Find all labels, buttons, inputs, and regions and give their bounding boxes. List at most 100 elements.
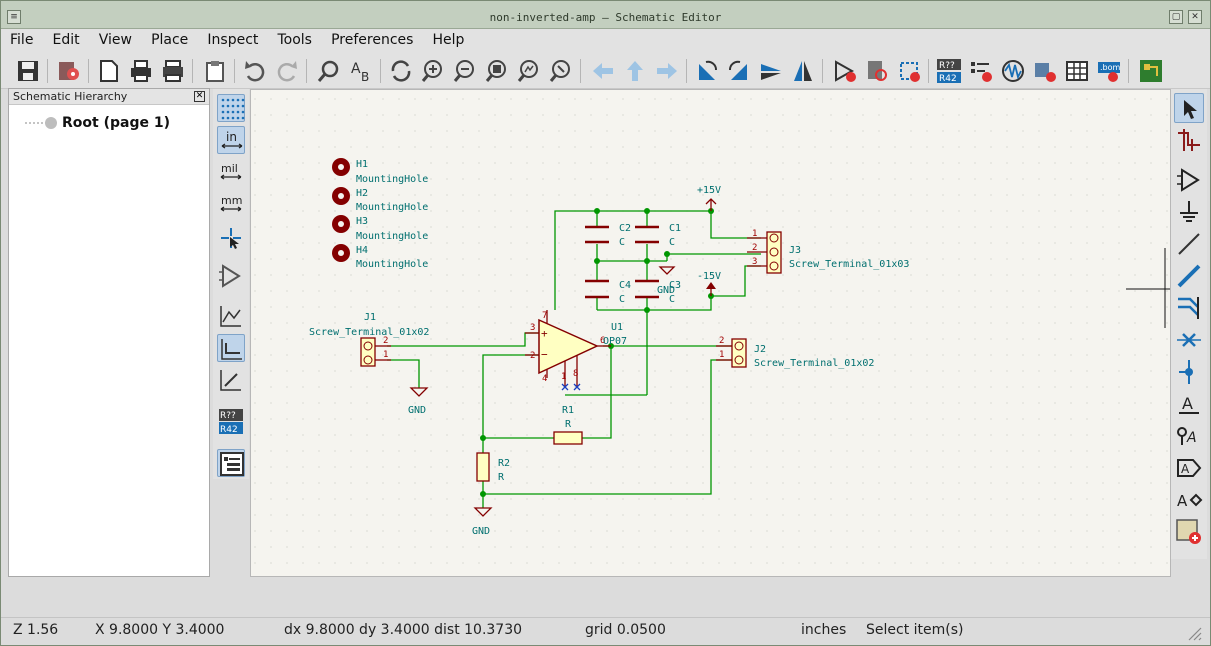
add-wire-icon[interactable] (1174, 229, 1204, 259)
menu-place[interactable]: Place (151, 32, 189, 48)
line-mode-free-icon[interactable] (217, 302, 245, 330)
mirror-vertical-icon[interactable] (758, 58, 784, 84)
zoom-selection-icon[interactable] (548, 58, 574, 84)
power-gnd-caps[interactable]: GND (657, 266, 676, 296)
menu-view[interactable]: View (98, 32, 132, 48)
resistor-r2[interactable]: R2 R (476, 452, 510, 483)
menu-help[interactable]: Help (432, 32, 465, 48)
annotate-icon[interactable]: R??R42 (217, 407, 245, 435)
zoom-out-icon[interactable] (452, 58, 478, 84)
svg-text:C3: C3 (669, 280, 681, 291)
menu-preferences[interactable]: Preferences (331, 32, 414, 48)
mirror-horizontal-icon[interactable] (790, 58, 816, 84)
add-bus-entry-icon[interactable] (1174, 293, 1204, 323)
hidden-pins-icon[interactable] (217, 262, 245, 290)
line-mode-45-icon[interactable] (217, 366, 245, 394)
add-sheet-icon[interactable] (1174, 517, 1204, 547)
menu-edit[interactable]: Edit (52, 32, 80, 48)
add-hier-label-icon[interactable]: A (1174, 453, 1204, 483)
connector-j1[interactable]: 2 1 J1 Screw_Terminal_01x02 (309, 312, 429, 367)
capacitor-c2[interactable] (585, 225, 609, 244)
bom-icon[interactable]: .bom (1096, 58, 1122, 84)
symbol-editor-icon[interactable] (832, 58, 858, 84)
capacitor-c1[interactable] (635, 225, 659, 244)
menu-file[interactable]: File (10, 32, 34, 48)
wires[interactable] (387, 210, 761, 508)
add-power-icon[interactable] (1174, 197, 1204, 227)
pcb-editor-icon[interactable] (1138, 58, 1164, 84)
power-plus15v[interactable]: +15V (697, 185, 721, 211)
simulator-icon[interactable] (1000, 58, 1026, 84)
connector-j3[interactable]: 1 2 3 J3 Screw_Terminal_01x03 (747, 229, 909, 274)
hierarchy-root-item[interactable]: Root (page 1) (62, 115, 170, 131)
resize-grip-icon[interactable] (1186, 625, 1202, 641)
connector-j2[interactable]: 2 1 J2 Screw_Terminal_01x02 (716, 336, 874, 369)
navigate-back-icon[interactable] (590, 58, 616, 84)
undo-icon[interactable] (242, 58, 268, 84)
hierarchy-panel-icon[interactable] (217, 449, 245, 477)
add-bus-icon[interactable] (1174, 261, 1204, 291)
zoom-in-icon[interactable] (420, 58, 446, 84)
close-icon[interactable]: ✕ (194, 91, 205, 102)
menu-tools[interactable]: Tools (277, 32, 312, 48)
navigate-forward-icon[interactable] (654, 58, 680, 84)
footprint-fields-icon[interactable] (1032, 58, 1058, 84)
add-global-label-icon[interactable]: A (1174, 421, 1204, 451)
close-button[interactable]: ✕ (1188, 10, 1202, 24)
schematic-setup-icon[interactable] (56, 58, 82, 84)
svg-text:GND: GND (408, 405, 426, 416)
grid-icon[interactable] (217, 94, 245, 122)
units-inches-icon[interactable]: in (217, 126, 245, 154)
svg-text:H3: H3 (356, 216, 368, 227)
power-gnd-r2[interactable]: GND (472, 507, 493, 537)
select-arrow-icon[interactable] (1174, 93, 1204, 123)
cursor-crosshair-icon[interactable] (217, 224, 245, 252)
opamp-u1[interactable]: + − 3 2 6 7 4 1 8 U1 OP07 (525, 310, 627, 391)
plot-icon[interactable] (160, 58, 186, 84)
refresh-icon[interactable] (388, 58, 414, 84)
save-icon[interactable] (15, 58, 41, 84)
resistor-r1[interactable]: R1 R (553, 405, 583, 445)
symbol-browser-icon[interactable] (864, 58, 890, 84)
edit-fields-icon[interactable] (1064, 58, 1090, 84)
redo-icon[interactable] (274, 58, 300, 84)
window-menu-button[interactable]: ≡ (7, 10, 21, 24)
power-gnd-j1[interactable]: GND (408, 387, 429, 416)
rotate-cw-icon[interactable] (726, 58, 752, 84)
rotate-ccw-icon[interactable] (694, 58, 720, 84)
erc-icon[interactable] (968, 58, 994, 84)
annotate-icon[interactable]: R??R42 (936, 58, 962, 84)
schematic-hierarchy-panel: Schematic Hierarchy ✕ Root (page 1) (8, 88, 210, 577)
add-text-icon[interactable]: A (1174, 485, 1204, 515)
units-mils-icon[interactable]: mil (217, 158, 245, 186)
navigate-up-icon[interactable] (622, 58, 648, 84)
footprint-assign-icon[interactable] (896, 58, 922, 84)
units-mm-icon[interactable]: mm (217, 190, 245, 218)
add-symbol-icon[interactable] (1174, 165, 1204, 195)
svg-text:R: R (498, 472, 505, 483)
zoom-objects-icon[interactable] (516, 58, 542, 84)
highlight-net-icon[interactable] (1174, 125, 1204, 155)
page-settings-icon[interactable] (96, 58, 122, 84)
add-junction-icon[interactable] (1174, 357, 1204, 387)
capacitor-c4[interactable] (585, 279, 609, 299)
find-icon[interactable] (316, 58, 342, 84)
line-mode-90-icon[interactable] (217, 334, 245, 362)
paste-icon[interactable] (202, 58, 228, 84)
capacitor-c3[interactable] (635, 279, 659, 299)
add-label-icon[interactable]: A (1174, 389, 1204, 419)
power-minus15v[interactable]: -15V (697, 271, 721, 296)
zoom-fit-icon[interactable] (484, 58, 510, 84)
svg-text:R??: R?? (220, 411, 236, 421)
print-icon[interactable] (128, 58, 154, 84)
no-connect-icon[interactable] (1174, 325, 1204, 355)
restore-button[interactable]: ▢ (1169, 10, 1183, 24)
menu-inspect[interactable]: Inspect (207, 32, 259, 48)
